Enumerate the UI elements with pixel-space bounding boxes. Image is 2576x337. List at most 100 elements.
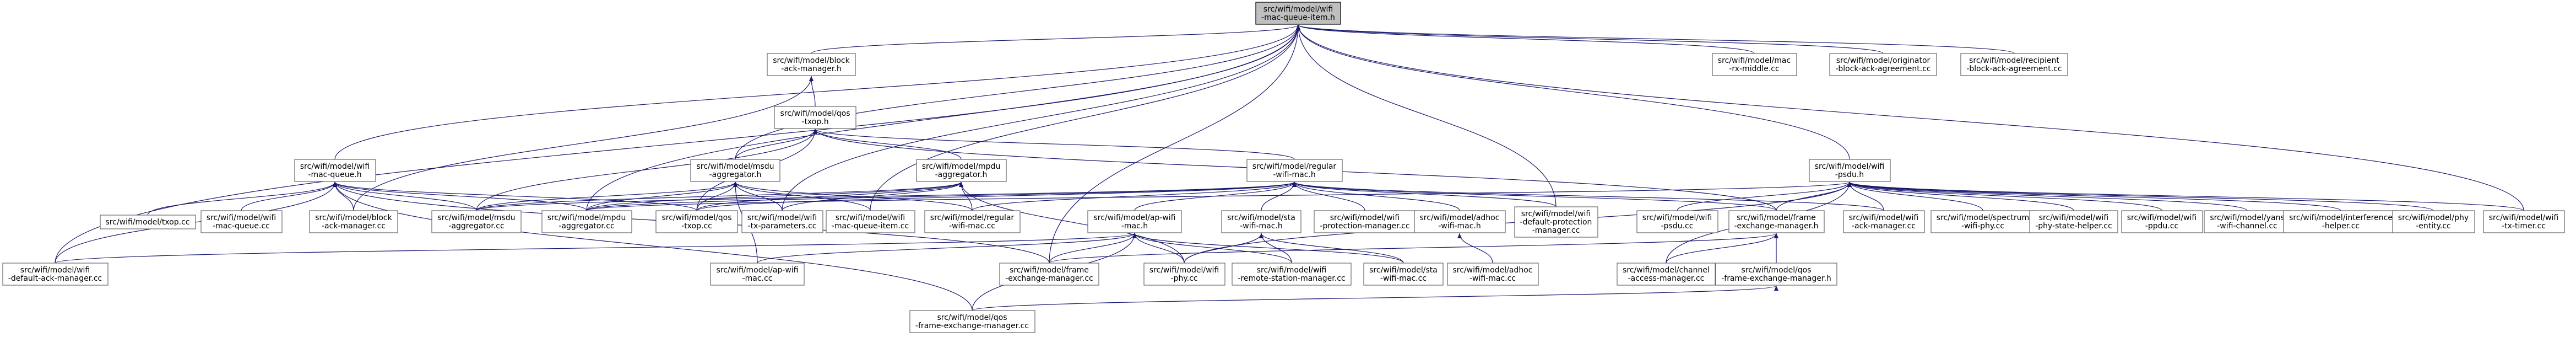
node-label-line: src/wifi/model/ap-wifi: [1093, 213, 1175, 222]
node-box: [774, 106, 856, 129]
node-box: [924, 210, 1021, 233]
node-box: [1414, 210, 1506, 233]
node-block-ack-manager-h[interactable]: src/wifi/model/block-ack-manager.h: [767, 53, 856, 76]
edge-spectrum-phy-cc-to-psdu-h: [1847, 181, 1983, 211]
node-label-line: src/wifi/model/channel: [1623, 266, 1710, 275]
node-qos-txop-h[interactable]: src/wifi/model/qos-txop.h: [774, 106, 856, 129]
node-label-line: src/wifi/model/originator: [1836, 56, 1930, 65]
node-adhoc-mac-h[interactable]: src/wifi/model/adhoc-wifi-mac.h: [1414, 210, 1506, 233]
node-interference-helper-cc[interactable]: src/wifi/model/interference-helper.cc: [2283, 210, 2399, 233]
node-label-line: src/wifi/model/ap-wifi: [716, 266, 798, 275]
node-box: [200, 210, 283, 233]
node-label-line: -access-manager.cc: [1628, 274, 1705, 283]
edge-phy-state-helper-cc-to-psdu-h: [1847, 181, 2074, 211]
node-txop-cc[interactable]: src/wifi/model/txop.cc: [100, 215, 196, 229]
node-box: [916, 159, 1007, 182]
node-box: [541, 210, 632, 233]
node-label-line: -default-protection: [1520, 218, 1592, 227]
node-mpdu-aggregator-h[interactable]: src/wifi/model/mpdu-aggregator.h: [916, 159, 1007, 182]
node-block-ack-manager-cc[interactable]: src/wifi/model/block-ack-manager.cc: [309, 210, 398, 233]
node-yans-channel-cc[interactable]: src/wifi/model/yans-wifi-channel.cc: [2204, 210, 2291, 233]
node-regular-mac-cc[interactable]: src/wifi/model/regular-wifi-mac.cc: [924, 210, 1021, 233]
node-sta-mac-cc[interactable]: src/wifi/model/sta-wifi-mac.cc: [1363, 263, 1444, 286]
node-label-line: src/wifi/model/wifi: [20, 266, 90, 275]
node-box: [1314, 210, 1416, 233]
node-label-line: src/wifi/model/qos: [1741, 266, 1811, 275]
node-originator-cc[interactable]: src/wifi/model/originator-block-ack-agre…: [1829, 53, 1937, 76]
edge-qos-txop-h-to-block-ack-manager-h: [809, 76, 816, 107]
node-label-line: src/wifi/model/yans: [2210, 213, 2284, 222]
node-label-line: src/wifi/model/mpdu: [547, 213, 626, 222]
node-adhoc-mac-cc[interactable]: src/wifi/model/adhoc-wifi-mac.cc: [1447, 263, 1539, 286]
edge-msdu-aggregator-cc-to-msdu-aggregator-h: [476, 181, 737, 211]
dependency-edges: [55, 24, 2524, 311]
node-regular-mac-h[interactable]: src/wifi/model/regular-wifi-mac.h: [1246, 159, 1343, 182]
node-frame-exchange-cc[interactable]: src/wifi/model/frame-exchange-manager.cc: [999, 263, 1099, 286]
node-sta-mac-h[interactable]: src/wifi/model/sta-wifi-mac.h: [1221, 210, 1301, 233]
edge-ap-mac-cc-to-ap-mac-h: [757, 233, 1137, 264]
node-psdu-cc[interactable]: src/wifi/model/wifi-psdu.cc: [1636, 210, 1718, 233]
node-phy-entity-cc[interactable]: src/wifi/model/phy-entity.cc: [2392, 210, 2475, 233]
node-msdu-aggregator-h[interactable]: src/wifi/model/msdu-aggregator.h: [690, 159, 780, 182]
node-default-protection-cc[interactable]: src/wifi/model/wifi-default-protection-m…: [1514, 206, 1598, 238]
node-channel-access-cc[interactable]: src/wifi/model/channel-access-manager.cc: [1617, 263, 1716, 286]
node-label-line: -frame-exchange-manager.h: [1721, 274, 1831, 283]
node-default-ack-manager-cc[interactable]: src/wifi/model/wifi-default-ack-manager.…: [2, 263, 109, 286]
node-ap-mac-h[interactable]: src/wifi/model/ap-wifi-mac.h: [1087, 210, 1182, 233]
node-label-line: src/wifi/model/mpdu: [922, 162, 1001, 171]
edge-sta-mac-cc-to-sta-mac-h: [1259, 233, 1404, 264]
node-label-line: -phy.cc: [1171, 274, 1198, 283]
node-label-line: -mac-queue.h: [308, 170, 361, 179]
node-label-line: -rx-middle.cc: [1729, 65, 1779, 73]
node-label-line: -phy-state-helper.cc: [2035, 222, 2112, 231]
node-mac-queue-h[interactable]: src/wifi/model/wifi-mac-queue.h: [294, 159, 376, 182]
node-box: [1255, 2, 1341, 25]
node-box: [1728, 210, 1825, 233]
node-ap-mac-cc[interactable]: src/wifi/model/ap-wifi-mac.cc: [710, 263, 805, 286]
node-label-line: -ppdu.cc: [2145, 222, 2178, 231]
edge-frame-exchange-cc-to-root: [1049, 24, 1300, 264]
node-phy-state-helper-cc[interactable]: src/wifi/model/wifi-phy-state-helper.cc: [2029, 210, 2118, 233]
node-box: [1447, 263, 1539, 286]
edge-frame-exchange-h-to-regular-mac-h: [1292, 181, 1777, 211]
node-mpdu-aggregator-cc[interactable]: src/wifi/model/mpdu-aggregator.cc: [541, 210, 632, 233]
node-box: [1514, 206, 1598, 238]
node-psdu-h[interactable]: src/wifi/model/wifi-psdu.h: [1809, 159, 1891, 182]
node-label-line: -aggregator.h: [709, 170, 762, 179]
node-tx-timer-cc[interactable]: src/wifi/model/wifi-tx-timer.cc: [2483, 210, 2565, 233]
node-label-line: -wifi-mac.cc: [1380, 274, 1427, 283]
node-label-line: src/wifi/model/sta: [1227, 213, 1295, 222]
node-ack-manager-cc[interactable]: src/wifi/model/wifi-ack-manager.cc: [1843, 210, 1925, 233]
node-tx-parameters-cc[interactable]: src/wifi/model/wifi-tx-parameters.cc: [741, 210, 823, 233]
node-msdu-aggregator-cc[interactable]: src/wifi/model/msdu-aggregator.cc: [431, 210, 522, 233]
edge-qos-txop-cc-to-regular-mac-h: [696, 181, 1297, 211]
edge-remote-station-cc-to-sta-mac-h: [1259, 233, 1292, 264]
edge-mac-rx-middle-cc-to-root: [1296, 24, 1755, 54]
node-box: [1960, 53, 2068, 76]
node-ppdu-cc[interactable]: src/wifi/model/wifi-ppdu.cc: [2121, 210, 2203, 233]
node-label-line: src/wifi/model/interference: [2289, 213, 2393, 222]
node-box: [2, 263, 109, 286]
node-box: [710, 263, 805, 286]
node-recipient-cc[interactable]: src/wifi/model/recipient-block-ack-agree…: [1960, 53, 2068, 76]
node-protection-manager-cc[interactable]: src/wifi/model/wifi-protection-manager.c…: [1314, 210, 1416, 233]
node-label-line: src/wifi/model/msdu: [696, 162, 774, 171]
node-label-line: -mac-queue.cc: [213, 222, 270, 231]
node-label-line: -wifi-mac.cc: [1469, 274, 1516, 283]
node-label-line: -aggregator.cc: [448, 222, 504, 231]
node-spectrum-phy-cc[interactable]: src/wifi/model/spectrum-wifi-phy.cc: [1930, 210, 2036, 233]
node-box: [1843, 210, 1925, 233]
node-qos-frame-exchange-cc[interactable]: src/wifi/model/qos-frame-exchange-manage…: [909, 310, 1035, 333]
node-remote-station-cc[interactable]: src/wifi/model/wifi-remote-station-manag…: [1232, 263, 1352, 286]
node-phy-cc[interactable]: src/wifi/model/wifi-phy.cc: [1143, 263, 1225, 286]
node-mac-rx-middle-cc[interactable]: src/wifi/model/mac-rx-middle.cc: [1712, 53, 1797, 76]
node-frame-exchange-h[interactable]: src/wifi/model/frame-exchange-manager.h: [1728, 210, 1825, 233]
node-mac-queue-item-cc[interactable]: src/wifi/model/wifi-mac-queue-item.cc: [826, 210, 915, 233]
node-label-line: src/wifi/model/wifi: [836, 213, 905, 222]
node-mac-queue-cc[interactable]: src/wifi/model/wifi-mac-queue.cc: [200, 210, 283, 233]
edge-qos-frame-exchange-cc-to-qos-frame-exchange-h: [972, 285, 1778, 311]
node-qos-txop-cc[interactable]: src/wifi/model/qos-txop.cc: [655, 210, 738, 233]
node-label-line: -mac.cc: [742, 274, 773, 283]
node-qos-frame-exchange-h[interactable]: src/wifi/model/qos-frame-exchange-manage…: [1715, 263, 1837, 286]
node-label-line: src/wifi/model/phy: [2398, 213, 2469, 222]
